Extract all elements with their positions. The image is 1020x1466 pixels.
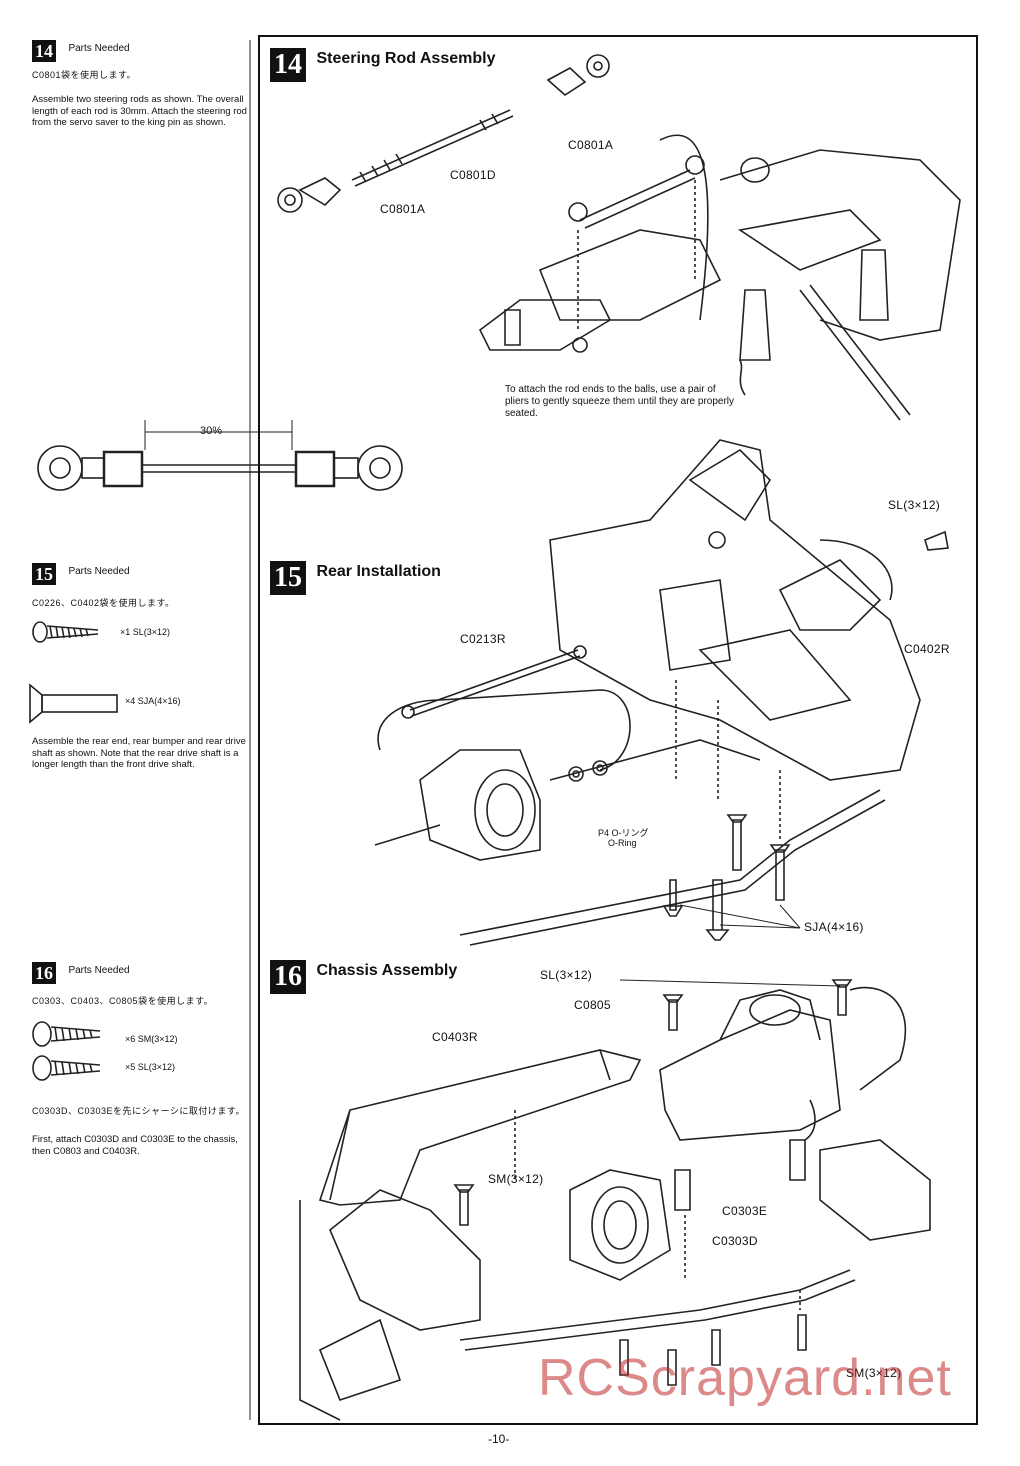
- label-c0805: C0805: [574, 998, 611, 1012]
- main-step14-number: 14: [270, 48, 306, 82]
- sidebar-step16-number: 16: [32, 962, 56, 984]
- label-c0801a-bottom: C0801A: [380, 202, 426, 216]
- label-c0402r: C0402R: [904, 642, 950, 656]
- sidebar-step15-number: 15: [32, 563, 56, 585]
- sidebar-screw-sm: [32, 1021, 101, 1047]
- label-c0801d: C0801D: [450, 168, 496, 182]
- sidebar-step14-desc: Assemble two steering rods as shown. The…: [32, 94, 247, 128]
- main-step16-title: Chassis Assembly: [316, 962, 458, 979]
- sidebar-step16-jp2: C0303D、C0303Eを先にシャーシに取付けます。: [32, 1106, 245, 1116]
- sidebar-step15-screw2: ×4 SJA(4×16): [125, 696, 181, 706]
- main-step15-title: Rear Installation: [316, 563, 441, 580]
- label-sl-3x12-step15: SL(3×12): [888, 498, 941, 512]
- label-sl-3x12-step16: SL(3×12): [540, 968, 593, 982]
- sidebar-step16-screw2: ×5 SL(3×12): [125, 1062, 176, 1072]
- step14-note: To attach the rod ends to the balls, use…: [505, 384, 735, 419]
- step15-drawing: [374, 439, 949, 946]
- label-c0403r: C0403R: [432, 1030, 478, 1044]
- sidebar-step16-screw1: ×6 SM(3×12): [125, 1034, 178, 1044]
- label-oring: O-Ring: [608, 838, 637, 848]
- rod-length-diagram: [37, 420, 403, 491]
- label-c0213r: C0213R: [460, 632, 506, 646]
- label-c0303d: C0303D: [712, 1234, 758, 1248]
- sidebar-step16: 16 Parts Needed: [32, 962, 130, 984]
- sidebar-step15-desc: Assemble the rear end, rear bumper and r…: [32, 736, 246, 770]
- sidebar-screw-sja: [29, 683, 118, 724]
- main-frame: [258, 35, 978, 1425]
- main-step15-header: 15 Rear Installation: [270, 561, 441, 595]
- page-number: -10-: [488, 1432, 510, 1446]
- main-step16-number: 16: [270, 960, 306, 994]
- main-step16-header: 16 Chassis Assembly: [270, 960, 457, 994]
- sidebar-step14-jp: C0801袋を使用します。: [32, 70, 137, 80]
- watermark: RCScrapyard.net: [538, 1349, 952, 1407]
- sidebar-step15-jp: C0226、C0402袋を使用します。: [32, 598, 175, 608]
- sidebar-step16-title: Parts Needed: [68, 965, 130, 976]
- label-sm-3x12-right: SM(3×12): [846, 1366, 902, 1380]
- main-step15-number: 15: [270, 561, 306, 595]
- sidebar-screw-sl: [32, 621, 99, 643]
- main-step14-header: 14 Steering Rod Assembly: [270, 48, 495, 82]
- sidebar-step15: 15 Parts Needed: [32, 563, 130, 585]
- sidebar-step14: 14 Parts Needed: [32, 40, 130, 62]
- step14-drawing: [277, 54, 961, 421]
- sidebar-step14-title: Parts Needed: [68, 43, 130, 54]
- label-sm-3x12-left: SM(3×12): [488, 1172, 544, 1186]
- label-p4-oring-jp: P4 O-リング: [598, 828, 649, 838]
- label-sja-4x16: SJA(4×16): [804, 920, 864, 934]
- label-c0801a-top: C0801A: [568, 138, 614, 152]
- sidebar-step15-screw1: ×1 SL(3×12): [120, 627, 171, 637]
- sidebar-screw-sl2: [32, 1055, 101, 1081]
- sidebar-step16-jp: C0303、C0403、C0805袋を使用します。: [32, 996, 214, 1006]
- main-step14-title: Steering Rod Assembly: [316, 50, 496, 67]
- sidebar-step15-title: Parts Needed: [68, 566, 130, 577]
- sidebar-step16-desc: First, attach C0303D and C0303E to the c…: [32, 1134, 238, 1157]
- label-c0303e: C0303E: [722, 1204, 768, 1218]
- sidebar-step14-number: 14: [32, 40, 56, 62]
- step16-drawing: [299, 979, 931, 1421]
- rod-length-label: 30%: [200, 425, 223, 437]
